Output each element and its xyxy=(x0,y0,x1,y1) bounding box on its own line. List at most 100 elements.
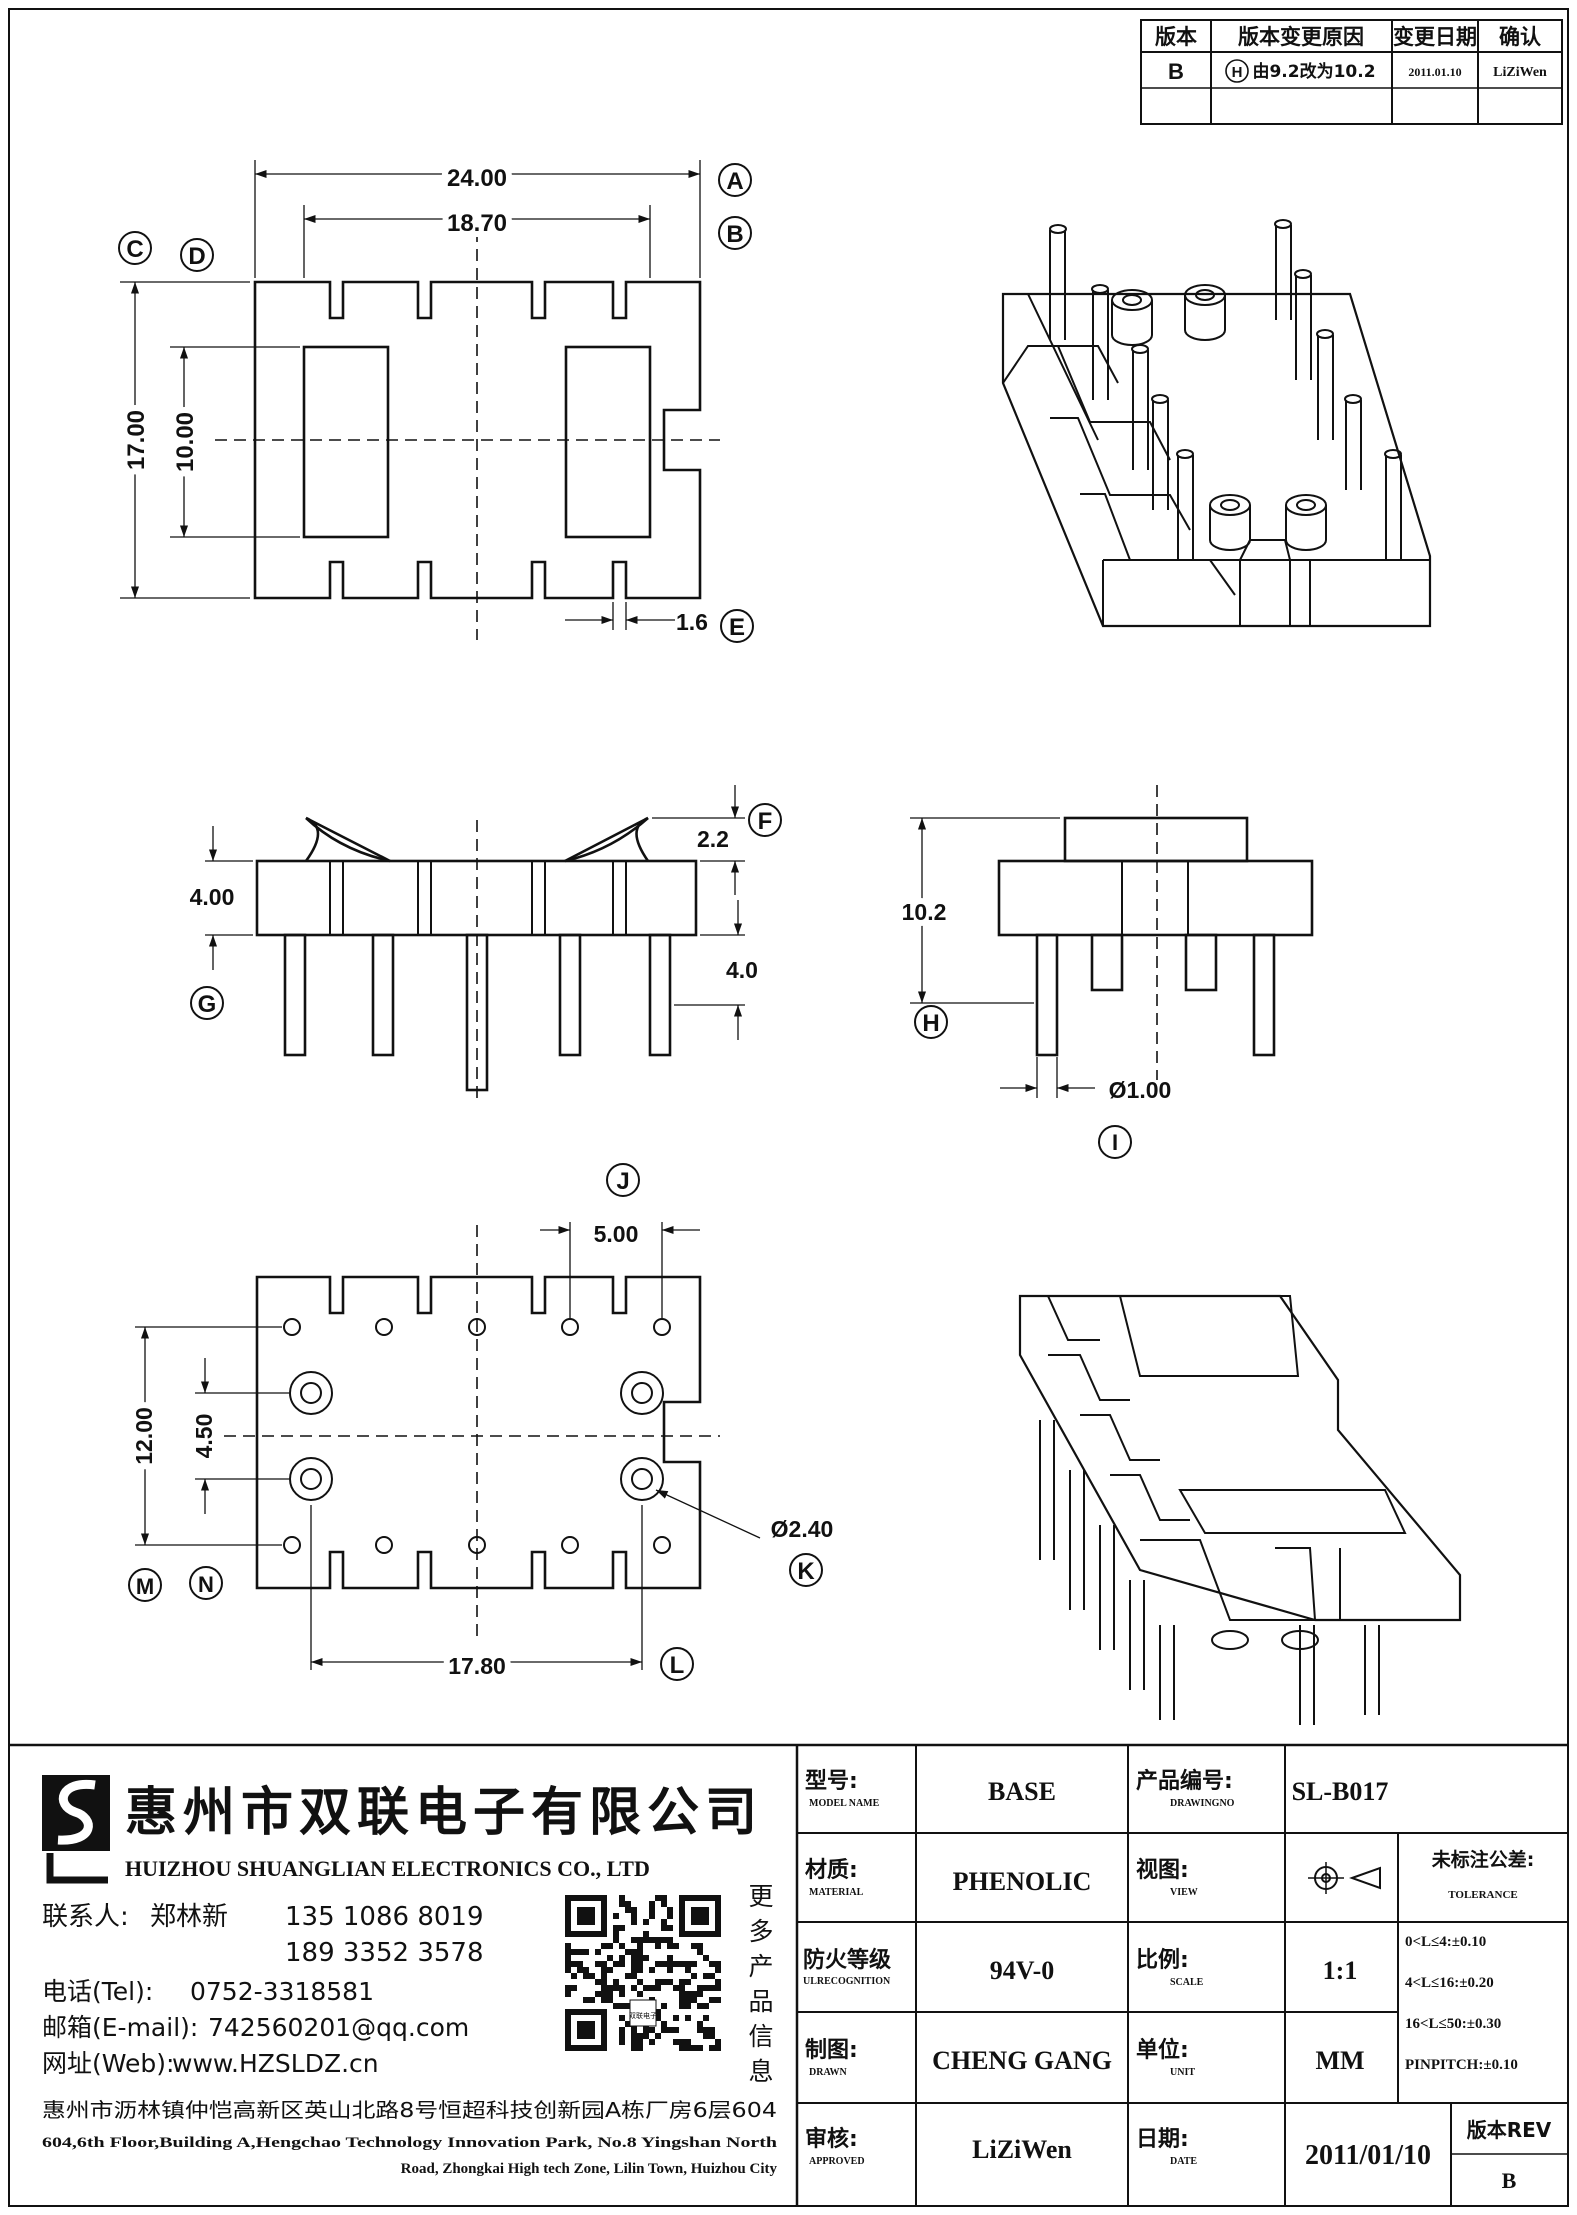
fire-value: 94V-0 xyxy=(990,1956,1055,1985)
projection-symbol-icon xyxy=(1308,1862,1381,1894)
sheet-border xyxy=(8,8,1569,2207)
revision-table: 版本 版本变更原因 变更日期 确认 B H 由9.2改为10.2 2011.01… xyxy=(1140,19,1563,125)
approved-label-en: APPROVED xyxy=(809,2156,865,2167)
marker-n: N xyxy=(198,1572,214,1597)
rev-header-version: 版本 xyxy=(1155,25,1197,49)
approved-value: LiZiWen xyxy=(972,2135,1072,2164)
title-block: 型号: MODEL NAME BASE 产品编号: DRAWINGNO SL-B… xyxy=(803,1768,1552,2193)
rev-value: B xyxy=(1502,2168,1517,2193)
tolerance-line: PINPITCH:±0.10 xyxy=(1405,2057,1518,2073)
qr-caption-char: 更 xyxy=(748,1882,773,1911)
web-label: 网址(Web): xyxy=(42,2049,174,2078)
drawno-label: 产品编号: xyxy=(1136,1768,1233,1794)
unit-label: 单位: xyxy=(1136,2037,1189,2063)
dim-102-halo: 10.2 xyxy=(902,899,947,925)
contact-phone-1: 135 1086 8019 xyxy=(285,1902,484,1932)
drawn-label-en: DRAWN xyxy=(809,2067,848,2078)
marker-f: F xyxy=(758,808,773,835)
address-en-line1: 604,6th Floor,Building A,Hengchao Techno… xyxy=(42,2135,778,2151)
tolerance-line: 16<L≤50:±0.30 xyxy=(1405,2016,1501,2032)
rev-header-reason: 版本变更原因 xyxy=(1238,25,1364,49)
model-label: 型号: xyxy=(805,1769,858,1794)
tel-label: 电话(Tel): xyxy=(42,1977,153,2006)
material-label-en: MATERIAL xyxy=(809,1887,864,1898)
drawno-label-en: DRAWINGNO xyxy=(1170,1798,1235,1809)
marker-g: G xyxy=(198,991,217,1018)
drawn-value: CHENG GANG xyxy=(932,2046,1112,2075)
qr-caption-char: 产 xyxy=(748,1952,773,1981)
dim-inner-width: 18.70 xyxy=(447,210,507,237)
qr-caption: 更 多 产 品 信 息 xyxy=(748,1882,773,2086)
dim-1870-halo: 18.70 xyxy=(447,210,507,237)
rev-row-version: B xyxy=(1168,59,1184,84)
rev-row-confirm: LiZiWen xyxy=(1493,65,1547,80)
email-value: 742560201@qq.com xyxy=(208,2013,469,2042)
view-label: 视图: xyxy=(1136,1857,1189,1883)
rev-row-marker: H xyxy=(1232,64,1243,81)
marker-b: B xyxy=(726,221,743,248)
unit-value: MM xyxy=(1315,2046,1364,2075)
dim-17-halo: 17.00 xyxy=(123,410,150,470)
marker-l: L xyxy=(670,1652,685,1679)
side-view: 10.2 10.2 Ø1.00 H I xyxy=(896,785,1314,1159)
rev-label: 版本REV xyxy=(1467,2118,1552,2142)
dim-overall-height: 10.2 xyxy=(902,899,947,925)
qr-caption-char: 多 xyxy=(748,1917,773,1946)
dim-24-halo: 24.00 xyxy=(447,165,507,192)
marker-c: C xyxy=(126,236,143,263)
qr-logo: 双联电子 xyxy=(629,2011,657,2020)
date-label-en: DATE xyxy=(1170,2156,1197,2167)
dim-height: 17.00 xyxy=(123,410,150,470)
approved-label: 审核: xyxy=(805,2126,858,2152)
rev-marker-circle xyxy=(1225,59,1249,83)
contact-phone-2: 189 3352 3578 xyxy=(285,1938,484,1968)
dim-12-halo: 12.00 xyxy=(131,1407,157,1465)
contact-name: 郑林新 xyxy=(150,1902,228,1932)
qr-caption-char: 品 xyxy=(748,1987,773,2016)
marker-d: D xyxy=(188,243,205,270)
address-cn: 惠州市沥林镇仲恺高新区英山北路8号恒超科技创新园A栋厂房6层604 xyxy=(42,2098,777,2122)
tolerance-line: 4<L≤16:±0.20 xyxy=(1405,1975,1494,1991)
iso-view-top xyxy=(1001,219,1432,628)
marker-k: K xyxy=(797,1558,815,1585)
contact-label: 联系人: xyxy=(42,1902,129,1932)
scale-label-en: SCALE xyxy=(1170,1977,1204,1988)
rev-row-date: 2011.01.10 xyxy=(1408,65,1461,79)
material-label: 材质: xyxy=(805,1858,858,1883)
fire-label-en: ULRECOGNITION xyxy=(803,1976,891,1987)
model-label-en: MODEL NAME xyxy=(809,1798,880,1809)
scale-label: 比例: xyxy=(1136,1948,1189,1973)
qr-caption-char: 信 xyxy=(748,2022,773,2051)
marker-e: E xyxy=(729,614,745,641)
marker-m: M xyxy=(136,1574,154,1599)
tolerance-label: 未标注公差: xyxy=(1431,1848,1535,1871)
company-logo xyxy=(42,1775,110,1884)
iso-view-bottom xyxy=(1018,1294,1462,1725)
model-value: BASE xyxy=(988,1777,1056,1806)
email-label: 邮箱(E-mail): xyxy=(42,2013,198,2042)
view-label-en: VIEW xyxy=(1170,1887,1198,1898)
marker-j: J xyxy=(616,1168,629,1195)
dim-178-halo: 17.80 xyxy=(448,1653,506,1679)
dim-post-hole: Ø2.40 xyxy=(771,1516,834,1542)
marker-a: A xyxy=(726,168,743,195)
drawn-label: 制图: xyxy=(805,2038,858,2063)
fire-label: 防火等级 xyxy=(803,1947,891,1973)
dim-notch: 1.6 xyxy=(676,609,708,635)
marker-h: H xyxy=(922,1010,939,1037)
qr-caption-char: 息 xyxy=(748,2057,773,2086)
tolerance-label-en: TOLERANCE xyxy=(1448,1889,1517,1901)
rev-row-reason: 由9.2改为10.2 xyxy=(1252,61,1375,82)
company-name-en: HUIZHOU SHUANGLIAN ELECTRONICS CO., LTD xyxy=(125,1856,650,1881)
scale-value: 1:1 xyxy=(1323,1956,1358,1985)
drawno-value: SL-B017 xyxy=(1292,1777,1389,1806)
tel-value: 0752-3318581 xyxy=(190,1977,374,2006)
dim-overall-width: 24.00 xyxy=(447,165,507,192)
dim-window-height: 10.00 xyxy=(172,412,199,472)
dim-45-halo: 4.50 xyxy=(191,1414,217,1459)
web-value: www.HZSLDZ.cn xyxy=(172,2049,379,2078)
dim-post-span: 4.50 xyxy=(191,1414,217,1459)
dim-post-pitch: 17.80 xyxy=(448,1653,506,1679)
tolerance-line: 0<L≤4:±0.10 xyxy=(1405,1934,1486,1950)
